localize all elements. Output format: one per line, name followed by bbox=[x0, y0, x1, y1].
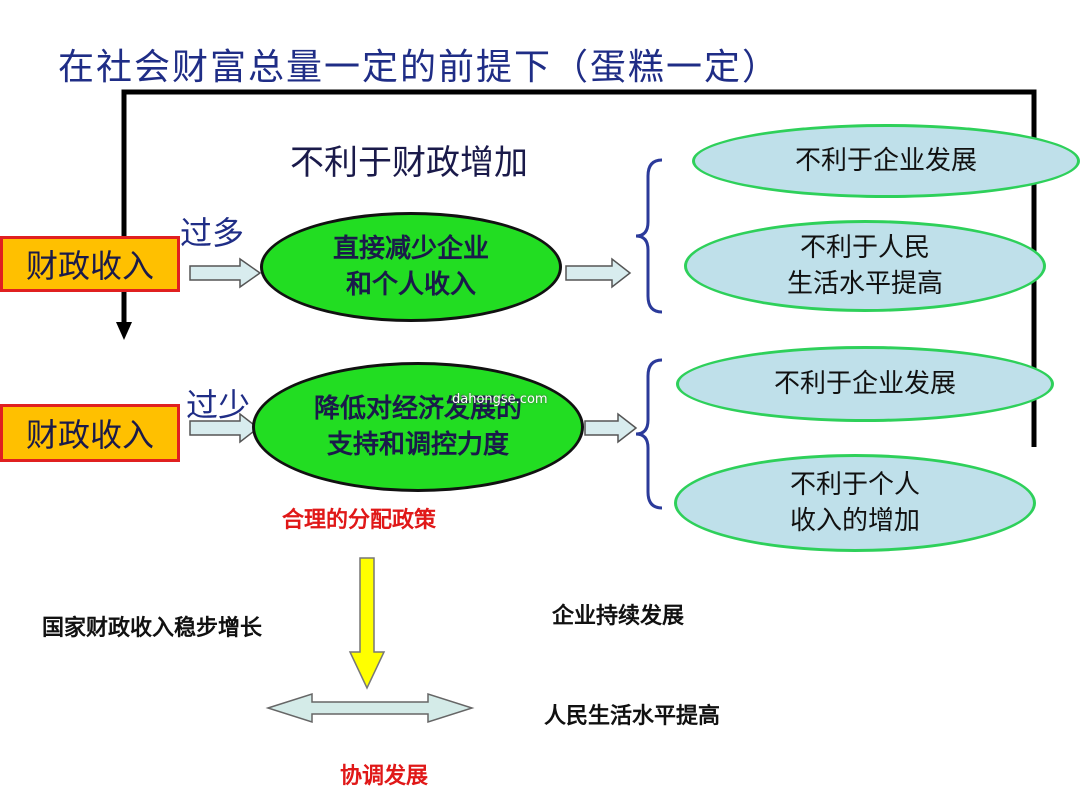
arrow-box-to-middle-2 bbox=[189, 412, 260, 444]
middle-node-2-line-2: 支持和调控力度 bbox=[326, 430, 509, 460]
page-title: 在社会财富总量一定的前提下（蛋糕一定） bbox=[58, 47, 781, 88]
middle-node-2: 降低对经济发展的 支持和调控力度 bbox=[252, 362, 584, 492]
result-node-1-1: 不利于企业发展 bbox=[692, 124, 1080, 198]
middle-node-1: 直接减少企业 和个人收入 bbox=[260, 212, 562, 322]
arrow-box-to-middle-1 bbox=[189, 257, 262, 289]
loop-arrowhead bbox=[116, 322, 132, 340]
result-node-2-2-line-2: 收入的增加 bbox=[789, 506, 920, 536]
result-node-1-2-line-1: 不利于人民 bbox=[799, 233, 930, 263]
outcome-fiscal-growth: 国家财政收入稳步增长 bbox=[42, 616, 263, 641]
fiscal-revenue-box-1: 财政收入 bbox=[0, 236, 180, 292]
too-much-label: 过多 bbox=[180, 214, 245, 252]
subtitle: 不利于财政增加 bbox=[290, 143, 528, 183]
middle-node-1-line-1: 直接减少企业 bbox=[332, 234, 489, 264]
brace-1 bbox=[635, 158, 663, 314]
result-node-2-1: 不利于企业发展 bbox=[676, 346, 1054, 422]
yellow-down-arrow bbox=[348, 557, 386, 690]
fiscal-revenue-box-2: 财政收入 bbox=[0, 404, 180, 462]
double-headed-arrow bbox=[265, 692, 475, 724]
result-node-1-2: 不利于人民 生活水平提高 bbox=[684, 220, 1046, 312]
outcome-enterprise: 企业持续发展 bbox=[552, 604, 685, 629]
outcome-living-standard: 人民生活水平提高 bbox=[544, 704, 721, 729]
middle-node-1-line-2: 和个人收入 bbox=[345, 270, 476, 300]
result-node-2-2-line-1: 不利于个人 bbox=[789, 470, 920, 500]
brace-2 bbox=[635, 358, 663, 510]
result-node-2-1-line-1: 不利于企业发展 bbox=[773, 369, 956, 399]
result-node-1-1-line-1: 不利于企业发展 bbox=[794, 146, 977, 176]
result-node-2-2: 不利于个人 收入的增加 bbox=[674, 454, 1036, 552]
too-little-label: 过少 bbox=[186, 386, 251, 424]
policy-label: 合理的分配政策 bbox=[282, 508, 437, 533]
middle-node-2-line-1: 降低对经济发展的 bbox=[313, 394, 522, 424]
watermark: dahongse.com bbox=[452, 392, 548, 407]
result-node-1-2-line-2: 生活水平提高 bbox=[786, 269, 943, 299]
arrow-middle-to-results-1 bbox=[565, 257, 632, 289]
coordinated-development-label: 协调发展 bbox=[340, 764, 429, 789]
arrow-middle-to-results-2 bbox=[584, 412, 638, 444]
